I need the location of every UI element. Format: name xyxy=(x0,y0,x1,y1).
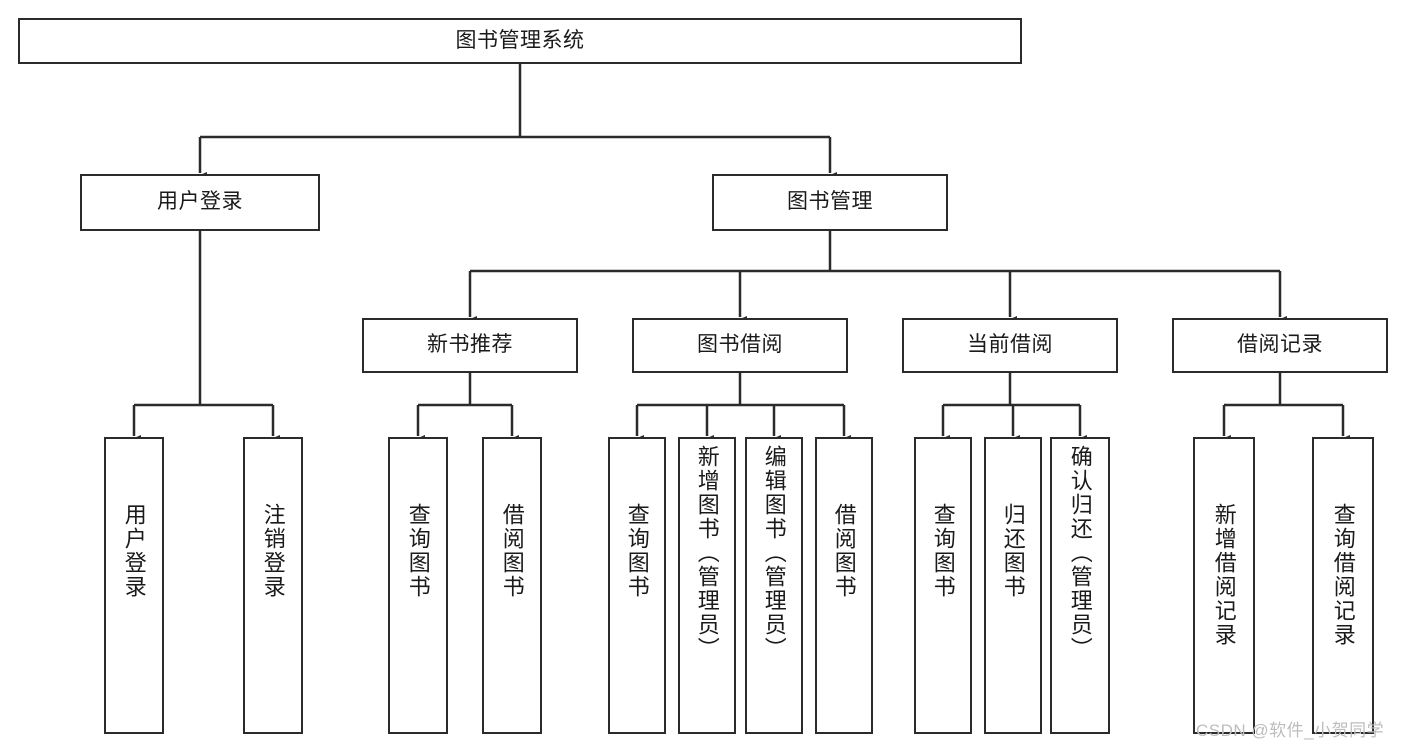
node-label-leaf6: 新增图书（管理员） xyxy=(694,445,720,661)
node-label-leaf8: 借阅图书 xyxy=(831,503,857,599)
node-current[interactable]: 当前借阅 xyxy=(902,318,1118,373)
node-borrow[interactable]: 图书借阅 xyxy=(632,318,848,373)
node-label-bookmgmt: 图书管理 xyxy=(787,190,873,214)
node-newbook[interactable]: 新书推荐 xyxy=(362,318,578,373)
node-label-current: 当前借阅 xyxy=(967,333,1053,357)
node-records[interactable]: 借阅记录 xyxy=(1172,318,1388,373)
node-label-leaf1: 用户登录 xyxy=(121,503,147,599)
node-login[interactable]: 用户登录 xyxy=(80,174,320,231)
node-label-leaf7: 编辑图书（管理员） xyxy=(761,445,787,661)
node-label-leaf11: 确认归还（管理员） xyxy=(1067,445,1093,661)
node-leaf5[interactable]: 查询图书 xyxy=(608,437,666,734)
node-label-leaf3: 查询图书 xyxy=(405,503,431,599)
node-label-leaf4: 借阅图书 xyxy=(499,503,525,599)
node-bookmgmt[interactable]: 图书管理 xyxy=(712,174,948,231)
node-leaf11[interactable]: 确认归还（管理员） xyxy=(1050,437,1110,734)
node-leaf10[interactable]: 归还图书 xyxy=(984,437,1042,734)
node-label-login: 用户登录 xyxy=(157,190,243,214)
node-leaf6[interactable]: 新增图书（管理员） xyxy=(678,437,736,734)
node-leaf2[interactable]: 注销登录 xyxy=(243,437,303,734)
node-leaf1[interactable]: 用户登录 xyxy=(104,437,164,734)
node-label-borrow: 图书借阅 xyxy=(697,333,783,357)
node-label-root: 图书管理系统 xyxy=(455,28,585,52)
node-label-leaf2: 注销登录 xyxy=(260,503,286,599)
node-leaf8[interactable]: 借阅图书 xyxy=(815,437,873,734)
node-label-records: 借阅记录 xyxy=(1237,333,1323,357)
node-leaf7[interactable]: 编辑图书（管理员） xyxy=(745,437,803,734)
node-leaf9[interactable]: 查询图书 xyxy=(914,437,972,734)
node-label-leaf13: 查询借阅记录 xyxy=(1330,503,1356,647)
node-leaf12[interactable]: 新增借阅记录 xyxy=(1193,437,1255,734)
node-label-newbook: 新书推荐 xyxy=(427,333,513,357)
node-root[interactable]: 图书管理系统 xyxy=(18,18,1022,64)
node-leaf13[interactable]: 查询借阅记录 xyxy=(1312,437,1374,734)
node-label-leaf12: 新增借阅记录 xyxy=(1211,503,1237,647)
watermark-label: CSDN @软件_小贺同学 xyxy=(1196,721,1385,740)
node-leaf3[interactable]: 查询图书 xyxy=(388,437,448,734)
node-label-leaf10: 归还图书 xyxy=(1000,503,1026,599)
node-label-leaf5: 查询图书 xyxy=(624,503,650,599)
node-leaf4[interactable]: 借阅图书 xyxy=(482,437,542,734)
node-label-leaf9: 查询图书 xyxy=(930,503,956,599)
